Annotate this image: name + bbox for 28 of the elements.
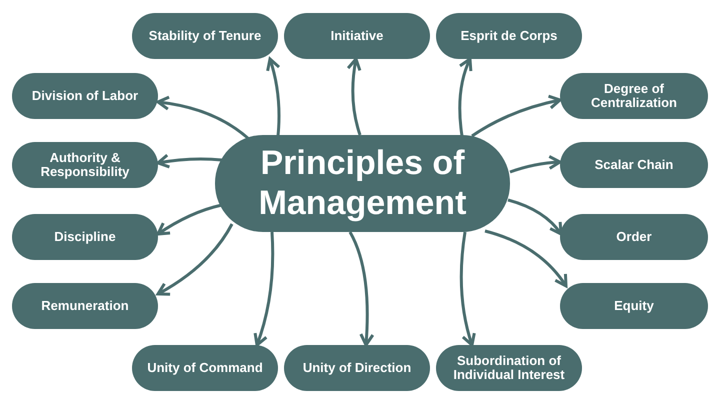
principle-box: Equity <box>560 283 708 329</box>
principle-box: Remuneration <box>12 283 158 329</box>
curved-arrow <box>156 204 222 236</box>
principle-box: Stability of Tenure <box>132 13 278 59</box>
principle-box: Order <box>560 214 708 260</box>
principle-box: Degree of Centralization <box>560 73 708 119</box>
curved-arrow <box>266 58 280 136</box>
curved-arrow <box>460 232 476 346</box>
principle-box: Esprit de Corps <box>436 13 582 59</box>
central-topic-box: Principles of Management <box>215 135 510 232</box>
principle-box: Unity of Direction <box>284 345 430 391</box>
curved-arrow <box>458 58 473 136</box>
principle-box: Initiative <box>284 13 430 59</box>
curved-arrow <box>471 94 562 138</box>
principle-box: Subordination of Individual Interest <box>436 345 582 391</box>
curved-arrow <box>346 58 362 136</box>
curved-arrow <box>156 154 222 169</box>
curved-arrow <box>348 231 374 346</box>
curved-arrow <box>156 223 234 296</box>
principle-box: Discipline <box>12 214 158 260</box>
principle-box: Unity of Command <box>132 345 278 391</box>
principle-box: Division of Labor <box>12 73 158 119</box>
curved-arrow <box>510 155 562 174</box>
curved-arrow <box>508 198 562 236</box>
curved-arrow <box>484 230 568 288</box>
principle-box: Scalar Chain <box>560 142 708 188</box>
curved-arrow <box>253 232 274 346</box>
principle-box: Authority & Responsibility <box>12 142 158 188</box>
